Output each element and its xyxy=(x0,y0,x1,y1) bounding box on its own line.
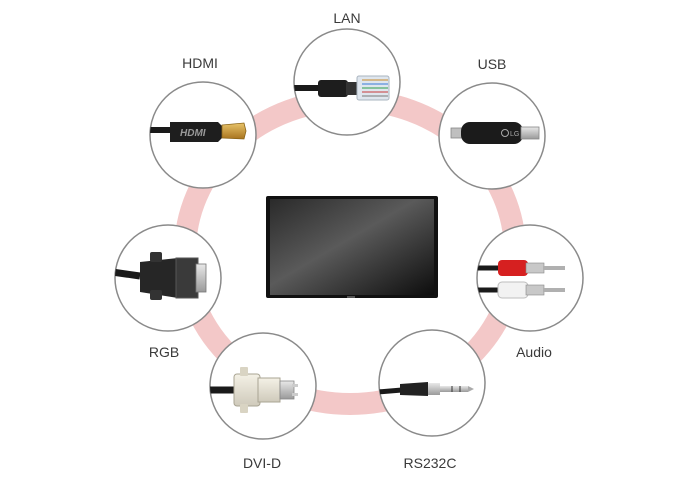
usb-circle: LG xyxy=(438,82,546,190)
hdmi-connector-icon: HDMI xyxy=(150,122,247,142)
label-rs232c: RS232C xyxy=(403,455,457,471)
rs232c-circle xyxy=(378,329,486,437)
rgb-circle xyxy=(114,224,222,332)
hdmi-logo-text: HDMI xyxy=(180,128,206,139)
stereo-jack-cable-icon xyxy=(379,382,474,396)
lan-circle xyxy=(293,28,401,136)
label-dvi-d: DVI-D xyxy=(242,455,282,471)
dvi-d-circle xyxy=(209,332,317,440)
label-rgb: RGB xyxy=(148,344,180,360)
label-lan: LAN xyxy=(333,10,361,26)
display-monitor-icon xyxy=(266,196,438,298)
rca-audio-cable-icon xyxy=(477,260,565,299)
usb-brand-logo: LG xyxy=(510,131,519,138)
ethernet-rj45-connector-icon xyxy=(294,75,390,101)
label-usb: USB xyxy=(477,56,507,72)
vga-connector-icon xyxy=(115,252,207,300)
audio-circle xyxy=(476,224,584,332)
label-audio: Audio xyxy=(516,344,552,360)
usb-dongle-icon: LG xyxy=(450,122,540,144)
label-hdmi: HDMI xyxy=(182,55,218,71)
hdmi-circle: HDMI xyxy=(149,81,257,189)
dvi-connector-icon xyxy=(210,367,298,413)
